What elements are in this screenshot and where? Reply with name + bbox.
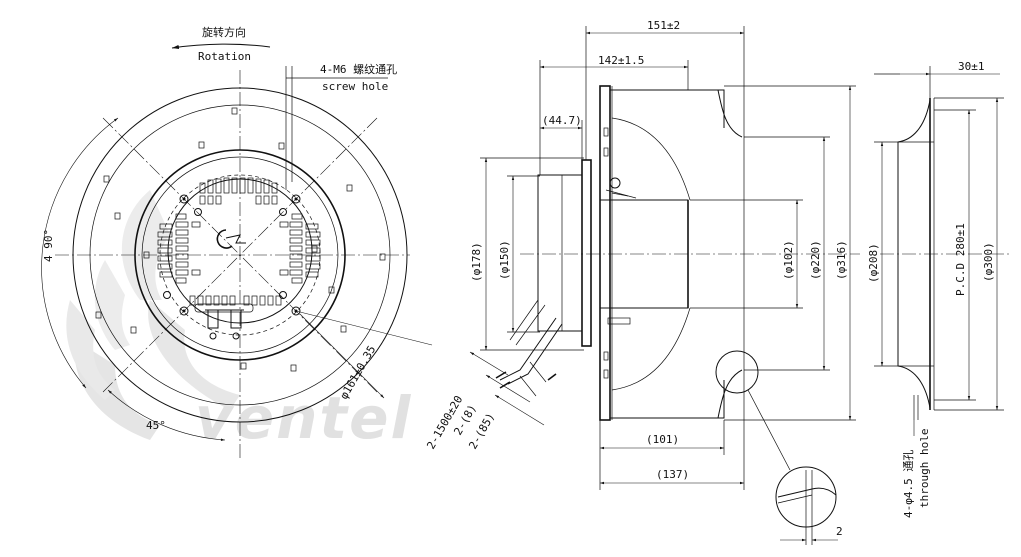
dim-208: (φ208) (867, 243, 880, 283)
watermark-logo: ventel (66, 190, 412, 452)
cable (469, 299, 563, 426)
bolt-holes (163, 194, 301, 316)
angle-45-label: 45° (146, 419, 166, 432)
rotation-label-en: Rotation (198, 50, 251, 63)
cooling-slots (157, 177, 321, 306)
dim-102: (φ102) (782, 240, 795, 280)
cable-glands (194, 303, 254, 340)
inlet-ring-view: 30±1 (φ208) P.C.D 280±1 (φ300) 4-φ4.5 通孔… (867, 60, 1010, 518)
mount-screw (603, 127, 637, 379)
dim-178: (φ178) (470, 242, 483, 282)
dim-220: (φ220) (809, 240, 822, 280)
pcd-label: P.C.D 280±1 (954, 223, 967, 296)
detail-dim-2: 2 (836, 525, 843, 538)
dim-30: 30±1 (958, 60, 985, 73)
dim-101: (101) (646, 433, 679, 446)
dim-316: (φ316) (835, 240, 848, 280)
through-hole-label-cn: 4-φ4.5 通孔 (902, 450, 915, 518)
screw-hole-label-en: screw hole (322, 80, 388, 93)
side-view: 151±2 142±1.5 (44.7) (469, 19, 860, 545)
screw-hole-label-cn: 4-M6 螺纹通孔 (320, 62, 397, 76)
rotation-label-cn: 旋转方向 (202, 25, 246, 39)
watermark-text: ventel (195, 384, 412, 452)
dim-300: (φ300) (982, 242, 995, 282)
dim-150: (φ150) (498, 240, 511, 280)
detail-marker (715, 350, 759, 394)
dim-44: (44.7) (542, 114, 582, 127)
hub-logo (216, 229, 246, 249)
dim-142: 142±1.5 (598, 54, 644, 67)
dim-137: (137) (656, 468, 689, 481)
dim-151: 151±2 (647, 19, 680, 32)
angle-4x90-label: 4 90° (42, 229, 55, 262)
rotation-arrow (171, 43, 271, 50)
through-hole-label-en: through hole (918, 429, 931, 508)
